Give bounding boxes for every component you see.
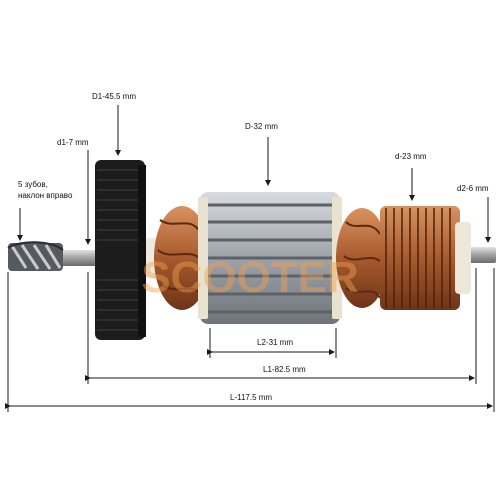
teeth-label-line1: 5 зубов, bbox=[18, 180, 48, 189]
d1-outer-label: D1-45.5 mm bbox=[92, 92, 136, 101]
shaft-right bbox=[468, 247, 496, 263]
commutator bbox=[380, 206, 471, 310]
pinion-gear bbox=[7, 241, 64, 271]
watermark-text: SCOOTER bbox=[141, 253, 359, 302]
length-l1-label: L1-82.5 mm bbox=[263, 365, 306, 374]
cooling-fan bbox=[95, 160, 146, 340]
shaft-left bbox=[60, 250, 105, 266]
shaft-end-label: d2-6 mm bbox=[457, 184, 489, 193]
laminated-core bbox=[198, 192, 342, 324]
winding-left bbox=[154, 206, 210, 310]
teeth-label-line2: наклон вправо bbox=[18, 191, 73, 200]
d1-inner-label: d1-7 mm bbox=[57, 138, 89, 147]
core-diameter-label: D-32 mm bbox=[245, 122, 278, 131]
total-length-label: L-117.5 mm bbox=[230, 393, 272, 402]
core-length-label: L2-31 mm bbox=[257, 338, 293, 347]
commutator-diameter-label: d-23 mm bbox=[395, 152, 427, 161]
